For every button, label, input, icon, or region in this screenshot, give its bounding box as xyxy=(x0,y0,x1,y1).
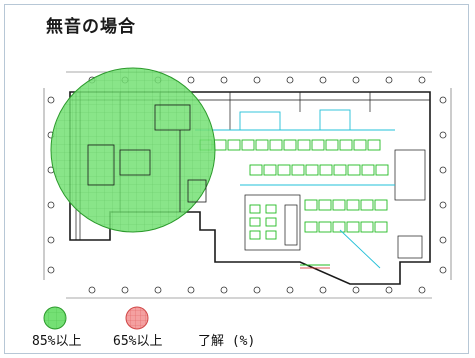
legend-note: 了解 (%) xyxy=(198,334,256,349)
diagram-title: 無音の場合 xyxy=(46,17,136,37)
legend-65-swatch xyxy=(125,306,149,330)
desk-clusters xyxy=(199,139,389,266)
legend-85-label: 85%以上 xyxy=(32,334,82,349)
building-outline xyxy=(69,91,431,285)
room-lines xyxy=(195,109,395,269)
legend-85-swatch xyxy=(43,306,67,330)
legend-65-label: 65%以上 xyxy=(113,334,163,349)
